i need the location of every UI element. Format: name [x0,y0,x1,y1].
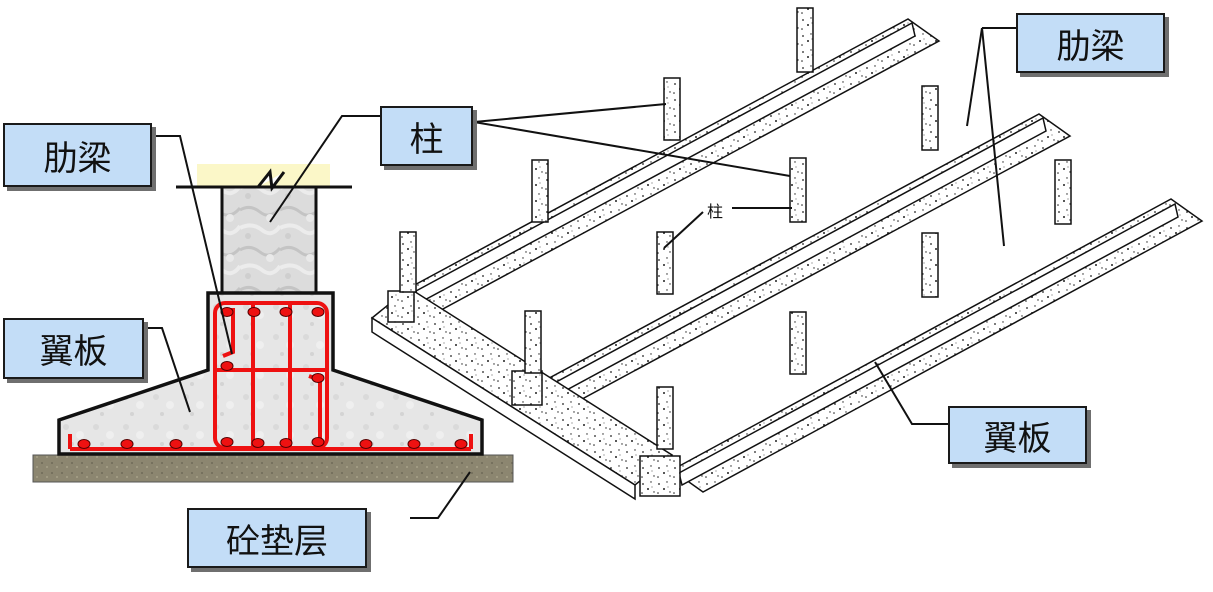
right-leader-lines [473,27,1016,425]
foundation-cross-section [32,115,514,519]
label-left-rib-beam: 肋梁 [3,123,152,187]
columns [399,7,1072,450]
leader-rib-beam [981,27,1005,247]
rebar-dot [359,439,373,449]
rebar-cage [68,301,473,451]
column [663,77,681,141]
beam-end-block [639,455,681,497]
label-column-small: 柱 [706,198,725,222]
cross-beam-face [371,316,636,501]
column [656,231,674,295]
leader-column-to-column [473,103,667,123]
beam-end-block [511,370,543,406]
rebar-dot [279,307,293,317]
rebar-dot [220,437,234,447]
column [796,7,814,73]
leader-flange-plate [148,327,191,413]
rebar-dot [279,438,293,448]
column-shaft [220,185,318,297]
beam-end-block [387,290,415,323]
column [789,157,807,223]
column [921,85,939,151]
stirrup-hook [222,308,235,358]
rebar-dot [120,439,134,449]
rebar-dot [251,438,265,448]
rebar-dot [311,307,325,317]
column [399,231,417,293]
flange-plate-shape [57,291,484,456]
leader-rib-beam [966,27,983,127]
rebar-dot [247,307,261,317]
label-cushion-layer: 砼垫层 [187,508,367,568]
rebar-dot [454,439,468,449]
leader-column-to-column [473,121,791,177]
left-leader-lines [148,115,471,519]
column [1054,159,1072,225]
leader-cushion [410,471,471,519]
column [789,311,807,375]
rebar-dot [77,439,91,449]
rebar-dot [311,437,325,447]
rib-beam [678,202,1179,487]
label-right-flange-plate: 翼板 [948,406,1087,464]
column-top-cap [197,164,330,186]
label-left-flange-plate: 翼板 [3,318,144,379]
rebar-dots [77,307,468,449]
column [921,232,939,298]
leader-column [269,115,380,223]
label-right-rib-beam: 肋梁 [1016,13,1165,73]
leader-flange-plate [874,361,948,425]
label-column: 柱 [380,106,473,166]
leader-rib-beam [155,135,233,355]
column [656,386,674,450]
isometric-foundation [370,7,1204,501]
rebar-dot [311,373,325,383]
column [524,310,542,374]
cushion-layer-shape [32,454,514,483]
break-symbol [256,168,286,192]
rebar-dot [220,361,234,371]
rebar-dot [407,439,421,449]
column [531,159,549,223]
leader-small-column [663,211,704,249]
rebar-dot [169,439,183,449]
